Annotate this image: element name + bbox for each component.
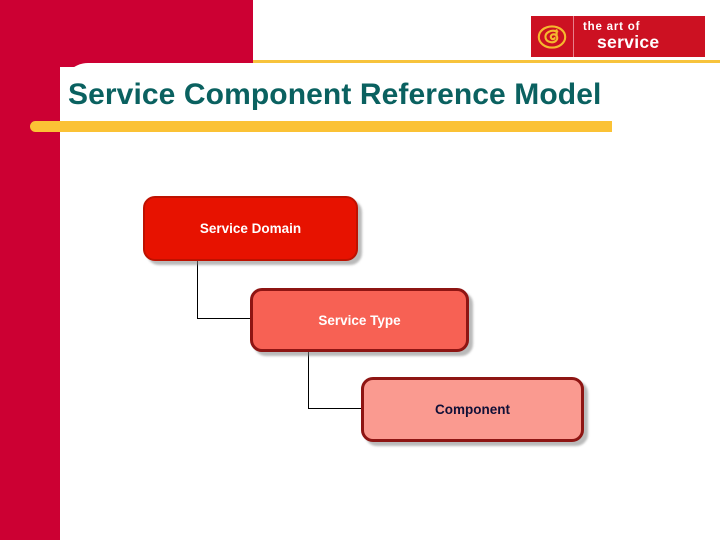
title-panel	[62, 63, 720, 158]
logo-divider	[573, 16, 574, 57]
red-left-column	[0, 0, 60, 540]
node-service-type-label: Service Type	[318, 312, 401, 328]
connector-type-to-component-vertical	[308, 352, 309, 408]
logo-tagline-line1: the art of	[583, 20, 641, 33]
connector-domain-to-type-vertical	[197, 261, 198, 318]
spiral-at-icon	[531, 16, 573, 57]
the-art-of-service-logo[interactable]: the art of service	[531, 16, 705, 57]
node-service-type[interactable]: Service Type	[250, 288, 469, 352]
title-underline-bar	[30, 121, 612, 132]
logo-tagline-line2: service	[597, 32, 660, 52]
logo-wordmark: the art of service	[574, 20, 705, 52]
connector-type-to-component-horizontal	[308, 408, 364, 409]
node-service-domain[interactable]: Service Domain	[143, 196, 358, 261]
node-component-label: Component	[435, 402, 510, 417]
node-component[interactable]: Component	[361, 377, 584, 442]
node-service-domain-label: Service Domain	[199, 221, 302, 236]
connector-domain-to-type-horizontal	[197, 318, 253, 319]
page-title: Service Component Reference Model	[68, 78, 602, 111]
